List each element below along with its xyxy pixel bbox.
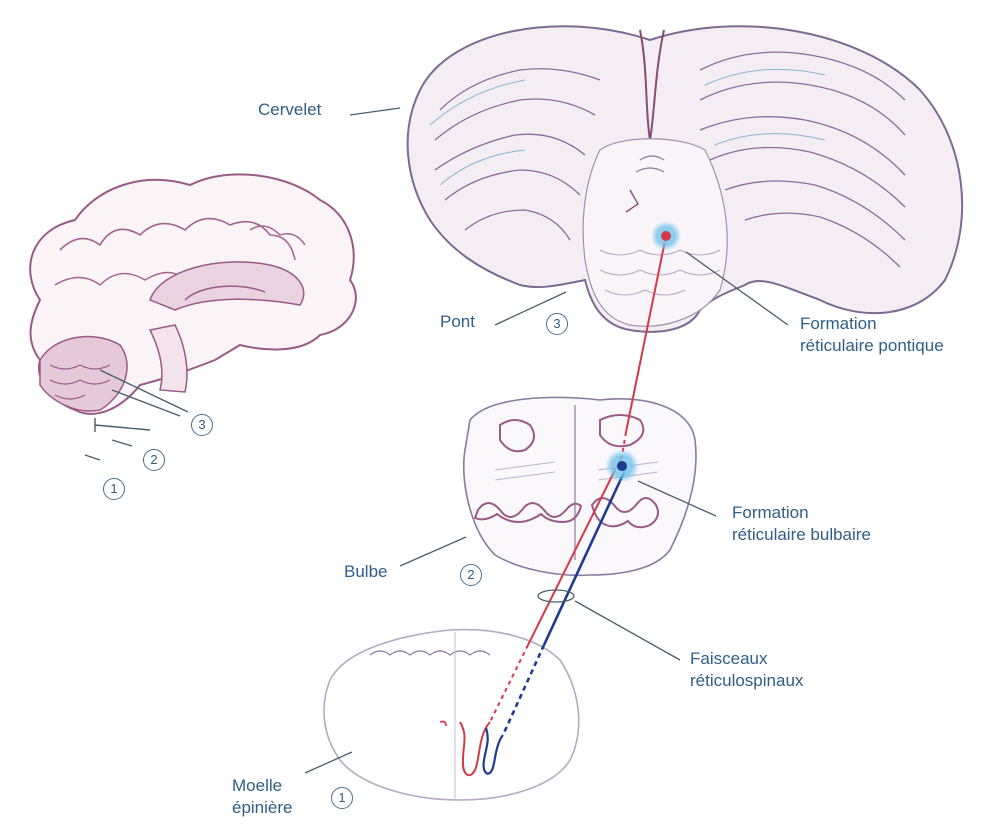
tract-bundle-marker: [538, 590, 574, 602]
medullary-reticular-nucleus: [605, 449, 639, 483]
pontine-reticular-nucleus: [651, 221, 681, 251]
label-formation-pontique-line2: réticulaire pontique: [800, 336, 944, 356]
label-formation-bulbaire-line1: Formation: [732, 503, 809, 523]
section-number-medulla-sagittal: 2: [143, 449, 165, 471]
section-number-pons-sagittal: 3: [191, 414, 213, 436]
label-moelle-line1: Moelle: [232, 776, 282, 796]
cerebellum-pons-section: [408, 26, 962, 332]
label-faisceaux-line2: réticulospinaux: [690, 671, 803, 691]
label-formation-pontique-line1: Formation: [800, 314, 877, 334]
label-cervelet: Cervelet: [258, 100, 321, 120]
section-number-medulla: 2: [460, 564, 482, 586]
label-formation-bulbaire-line2: réticulaire bulbaire: [732, 525, 871, 545]
label-moelle-line2: épinière: [232, 798, 293, 818]
section-number-pons: 3: [546, 313, 568, 335]
label-pont: Pont: [440, 312, 475, 332]
label-bulbe: Bulbe: [344, 562, 387, 582]
section-number-spinal: 1: [331, 787, 353, 809]
section-number-spinal-sagittal: 1: [103, 478, 125, 500]
medulla-section: [464, 397, 696, 575]
label-faisceaux-line1: Faisceaux: [690, 649, 767, 669]
